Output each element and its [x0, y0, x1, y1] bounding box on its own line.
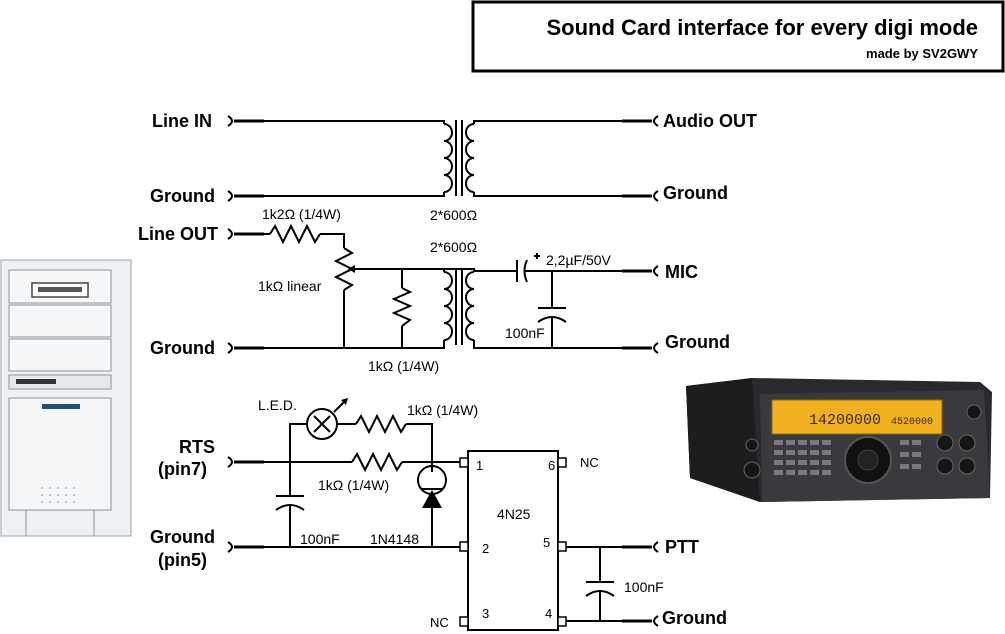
jack-ground-4	[653, 342, 659, 354]
label-ground-pc: Ground	[150, 527, 215, 547]
title-box	[471, 0, 1005, 73]
label-resistor-base: 1kΩ (1/4W)	[318, 477, 389, 493]
jack-ptt	[653, 541, 659, 553]
ic-pin-6	[557, 457, 567, 468]
ic-pin-4	[557, 616, 567, 627]
ic-pin-2-number: 2	[482, 541, 489, 556]
diagram-subtitle: made by SV2GWY	[866, 46, 978, 61]
label-resistor-led: 1kΩ (1/4W)	[407, 402, 478, 418]
jack-ground-3	[227, 342, 233, 354]
label-mic: MIC	[665, 262, 698, 282]
jack-audio-out	[653, 115, 659, 127]
transformer-1-primary	[443, 123, 453, 193]
pc-tower-illustration	[0, 259, 132, 537]
ic-pin-6-number: 6	[548, 458, 555, 473]
section-mic-out	[227, 223, 659, 354]
label-cap-mic: 100nF	[505, 325, 545, 341]
jack-line-out	[227, 228, 233, 240]
jack-ground-1	[227, 190, 233, 202]
resistor-1k2	[269, 223, 321, 245]
jack-mic	[653, 265, 659, 277]
ic-pin-5	[557, 541, 567, 552]
resistor-1k-led	[355, 413, 407, 435]
ic-pin-2	[459, 541, 469, 552]
radio-sub-frequency: 4520000	[891, 417, 933, 428]
jack-line-in	[227, 115, 233, 127]
label-cap-electrolytic: 2,2µF/50V	[546, 252, 612, 268]
ic-pin-1-number: 1	[476, 458, 483, 473]
label-transformer-1: 2*600Ω	[430, 207, 477, 223]
section-ptt	[227, 398, 659, 631]
radio-frequency: 14200000	[809, 412, 881, 429]
label-resistor-shunt: 1kΩ (1/4W)	[368, 358, 439, 374]
transformer-1-secondary	[465, 123, 475, 193]
ic-pin-5-number: 5	[543, 535, 550, 550]
jack-ground-pc	[227, 541, 233, 553]
jack-ground-2	[653, 190, 659, 202]
label-ptt: PTT	[665, 537, 699, 557]
diagram-title: Sound Card interface for every digi mode	[546, 15, 978, 40]
optocoupler-4n25	[467, 450, 559, 631]
label-ground-pc-pin: (pin5)	[158, 550, 207, 570]
label-rts-pin: (pin7)	[158, 459, 207, 479]
label-optocoupler: 4N25	[497, 506, 531, 522]
transformer-2-secondary	[465, 271, 475, 341]
jack-rts	[227, 456, 233, 468]
label-line-out: Line OUT	[138, 224, 218, 244]
label-line-in: Line IN	[152, 111, 212, 131]
label-potentiometer: 1kΩ linear	[258, 278, 322, 294]
label-transformer-2: 2*600Ω	[430, 239, 477, 255]
label-ground-5: Ground	[662, 608, 727, 628]
radio-display	[771, 399, 943, 435]
label-ground-4: Ground	[665, 332, 730, 352]
label-resistor-1k2: 1k2Ω (1/4W)	[262, 206, 341, 222]
ic-nc-left: NC	[430, 615, 449, 630]
label-cap-ptt: 100nF	[624, 579, 664, 595]
ic-pin-3-number: 3	[482, 606, 489, 621]
resistor-1k-shunt	[391, 287, 413, 327]
label-cap-rts: 100nF	[300, 531, 340, 547]
label-audio-out: Audio OUT	[663, 111, 757, 131]
section-audio-in	[227, 115, 659, 202]
radio-transceiver-illustration: 14200000 4520000	[686, 378, 992, 502]
jack-ground-5	[653, 615, 659, 627]
ic-pin-4-number: 4	[545, 606, 552, 621]
label-ground-2: Ground	[663, 183, 728, 203]
transformer-2-primary	[443, 271, 453, 341]
label-ground-1: Ground	[150, 186, 215, 206]
ic-pin-3	[459, 616, 469, 627]
label-rts: RTS	[179, 437, 215, 457]
label-diode: 1N4148	[370, 531, 419, 547]
ic-nc-right: NC	[580, 455, 599, 470]
ic-pin-1	[459, 457, 469, 468]
label-led: L.E.D.	[258, 397, 297, 413]
resistor-1k-base	[351, 451, 403, 473]
label-ground-3: Ground	[150, 338, 215, 358]
